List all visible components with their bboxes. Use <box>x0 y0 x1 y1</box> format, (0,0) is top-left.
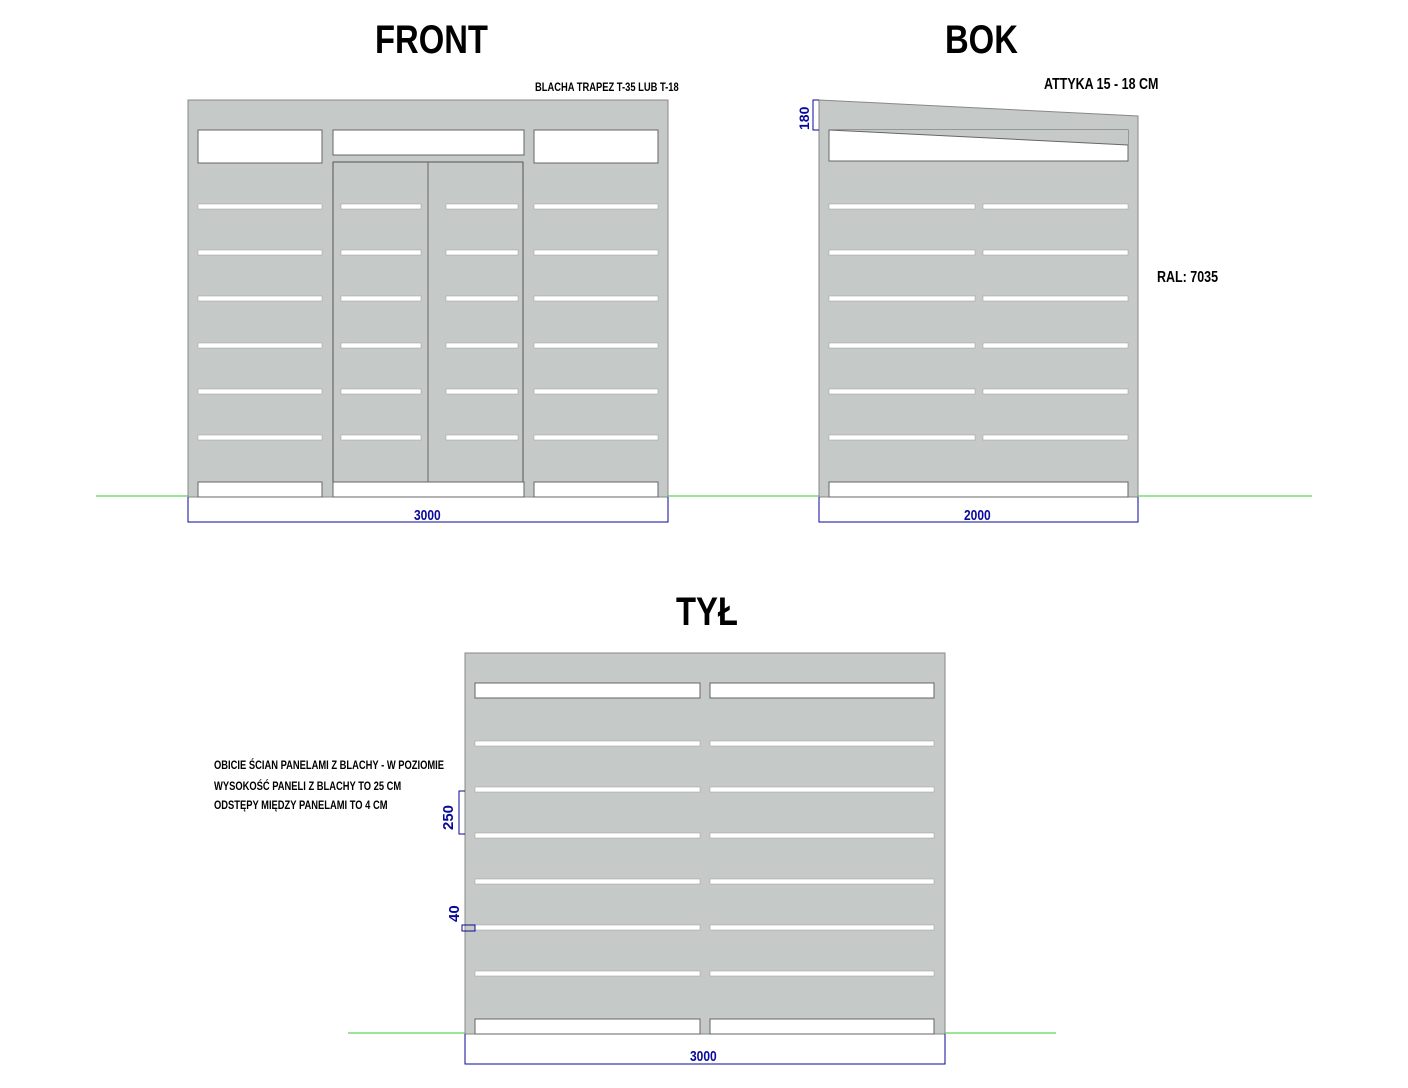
spec-note-line2: WYSOKOŚĆ PANELI Z BLACHY TO 25 CM <box>214 779 402 793</box>
spec-note-line1: OBICIE ŚCIAN PANELAMI Z BLACHY - W POZIO… <box>214 758 445 772</box>
spec-note-line3: ODSTĘPY MIĘDZY PANELAMI TO 4 CM <box>214 798 388 812</box>
back-gap-3-1 <box>709 878 935 885</box>
front-window-left <box>197 129 323 164</box>
side-gap-0-1 <box>982 203 1129 210</box>
back-window-left <box>474 682 701 699</box>
panel-gap-label: 40 <box>446 905 463 922</box>
back-panel-gaps <box>474 740 935 977</box>
side-gap-4-0 <box>828 388 976 395</box>
front-gap-2-0 <box>197 295 323 302</box>
front-gap-4-2 <box>445 388 519 395</box>
back-gap-4-0 <box>474 924 701 931</box>
back-title: TYŁ <box>676 590 738 634</box>
back-base-right <box>709 1018 935 1035</box>
side-gap-5-0 <box>828 434 976 441</box>
front-gap-2-3 <box>533 295 659 302</box>
side-slope-dimension <box>812 99 819 131</box>
front-elevation <box>187 99 669 523</box>
front-title: FRONT <box>375 18 488 62</box>
front-gap-2-2 <box>445 295 519 302</box>
back-gap-0-0 <box>474 740 701 747</box>
side-gap-5-1 <box>982 434 1129 441</box>
side-title: BOK <box>945 18 1018 62</box>
back-elevation <box>458 652 946 1065</box>
panel-gap-dimension <box>461 924 476 932</box>
front-gap-2-1 <box>340 295 422 302</box>
back-gap-1-1 <box>709 786 935 793</box>
front-gap-1-1 <box>340 249 422 256</box>
back-gap-3-0 <box>474 878 701 885</box>
front-gap-0-1 <box>340 203 422 210</box>
front-gap-3-1 <box>340 342 422 349</box>
front-width-label: 3000 <box>414 507 441 524</box>
side-gap-1-0 <box>828 249 976 256</box>
front-gap-1-2 <box>445 249 519 256</box>
back-gap-4-1 <box>709 924 935 931</box>
roof-note: BLACHA TRAPEZ T-35 LUB T-18 <box>535 80 679 94</box>
back-base-left <box>474 1018 701 1035</box>
slope-height-label: 180 <box>796 106 812 130</box>
back-dimension-line <box>464 1034 946 1065</box>
back-window-right <box>709 682 935 699</box>
side-base <box>828 481 1129 498</box>
side-gap-3-1 <box>982 342 1129 349</box>
front-gap-4-0 <box>197 388 323 395</box>
front-gap-5-3 <box>533 434 659 441</box>
side-width-label: 2000 <box>964 507 991 524</box>
front-gap-5-0 <box>197 434 323 441</box>
front-gap-5-1 <box>340 434 422 441</box>
side-window-slope-edge <box>828 129 1129 146</box>
side-dimension-line <box>818 497 1139 523</box>
panel-height-dimension <box>458 790 465 835</box>
front-dimension-line <box>187 497 669 523</box>
front-gap-4-3 <box>533 388 659 395</box>
front-gap-1-3 <box>533 249 659 256</box>
back-gap-2-0 <box>474 832 701 839</box>
side-gap-0-0 <box>828 203 976 210</box>
front-base-right <box>533 481 659 498</box>
front-window-right <box>533 129 659 164</box>
side-gap-4-1 <box>982 388 1129 395</box>
back-gap-5-1 <box>709 970 935 977</box>
back-width-label: 3000 <box>690 1048 717 1065</box>
front-gap-0-3 <box>533 203 659 210</box>
side-gap-2-1 <box>982 295 1129 302</box>
front-window-middle <box>332 129 525 156</box>
side-gap-1-1 <box>982 249 1129 256</box>
front-gap-0-2 <box>445 203 519 210</box>
front-base-left <box>197 481 323 498</box>
back-gap-2-1 <box>709 832 935 839</box>
side-gap-2-0 <box>828 295 976 302</box>
back-gap-5-0 <box>474 970 701 977</box>
panel-height-label: 250 <box>440 804 457 830</box>
front-base-middle <box>332 481 525 498</box>
front-panel-gaps <box>197 203 659 441</box>
back-gap-1-0 <box>474 786 701 793</box>
front-gap-1-0 <box>197 249 323 256</box>
front-gap-4-1 <box>340 388 422 395</box>
side-gap-3-0 <box>828 342 976 349</box>
color-note: RAL: 7035 <box>1157 269 1219 286</box>
front-gap-3-2 <box>445 342 519 349</box>
back-wall <box>464 652 946 1035</box>
side-elevation <box>812 99 1139 523</box>
parapet-note: ATTYKA 15 - 18 CM <box>1044 76 1159 93</box>
side-panel-gaps <box>828 203 1129 441</box>
front-gap-5-2 <box>445 434 519 441</box>
front-gap-3-3 <box>533 342 659 349</box>
back-gap-0-1 <box>709 740 935 747</box>
front-gap-3-0 <box>197 342 323 349</box>
front-gap-0-0 <box>197 203 323 210</box>
